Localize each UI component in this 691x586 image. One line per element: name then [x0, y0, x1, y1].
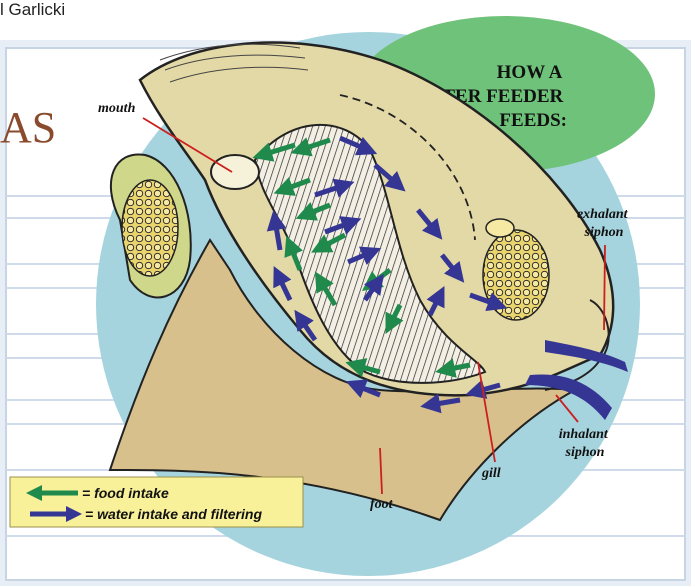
legend-water-text: = water intake and filtering — [85, 506, 262, 522]
legend-food-text: = food intake — [82, 485, 169, 501]
label-mouth: mouth — [98, 101, 136, 116]
title-line-3: FEEDS: — [499, 110, 567, 131]
title-line-1: HOW A — [497, 62, 563, 83]
label-exhalant-1: exhalant — [577, 207, 629, 222]
label-inhalant-2: siphon — [565, 445, 605, 460]
label-gill: gill — [481, 466, 501, 481]
left-gland — [122, 180, 178, 276]
heading-fragment: AS — [0, 103, 56, 152]
label-inhalant-1: inhalant — [559, 427, 609, 442]
label-foot: foot — [370, 497, 394, 512]
right-gland-cap — [486, 219, 514, 237]
exhalant-pointer — [604, 245, 605, 330]
right-gland — [483, 230, 549, 320]
legend-box: = food intake = water intake and filteri… — [10, 477, 303, 527]
label-exhalant-2: siphon — [584, 225, 624, 240]
mouth-opening — [211, 155, 259, 189]
